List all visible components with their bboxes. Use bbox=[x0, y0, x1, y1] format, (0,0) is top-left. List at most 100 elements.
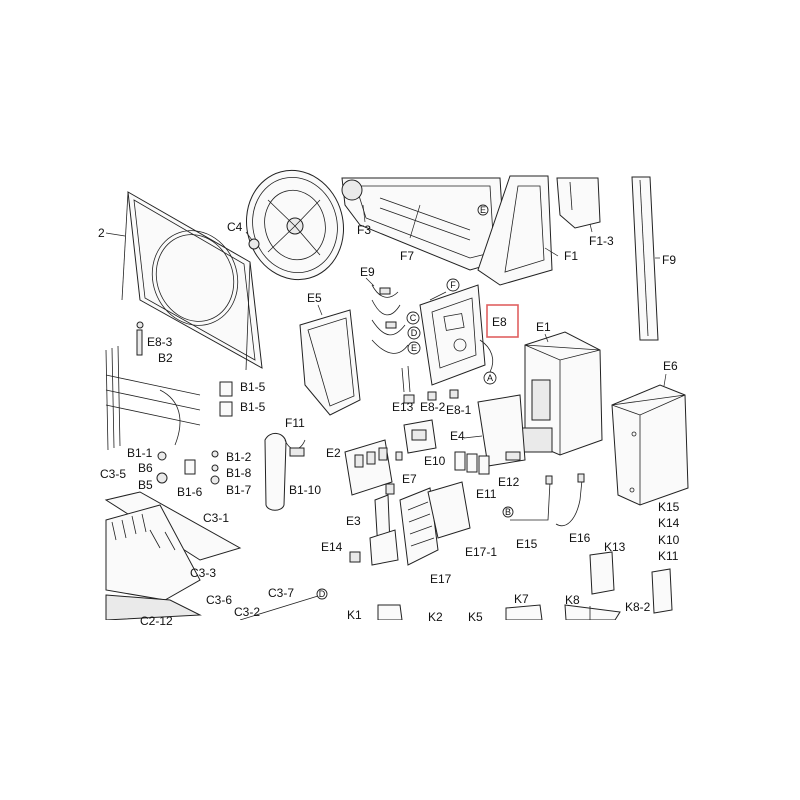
panel-k13 bbox=[589, 551, 615, 595]
filter-b1-10 bbox=[264, 433, 287, 511]
label-c3-1: C3-1 bbox=[203, 511, 229, 525]
label-e8-2: E8-2 bbox=[420, 400, 446, 414]
label-b6: B6 bbox=[138, 461, 153, 475]
cover-e6 bbox=[611, 373, 689, 506]
label-e14: E14 bbox=[321, 540, 343, 554]
label-e15: E15 bbox=[516, 537, 538, 551]
side-frame-f1 bbox=[477, 175, 559, 286]
heatsink-e17 bbox=[399, 487, 439, 566]
fan-shroud-panel bbox=[105, 191, 263, 371]
label-f9: F9 bbox=[662, 253, 676, 267]
label-b1-1: B1-1 bbox=[127, 446, 153, 460]
label-b1-5b: B1-5 bbox=[240, 400, 266, 414]
label-b1-5a: B1-5 bbox=[240, 380, 266, 394]
label-c3-2: C3-2 bbox=[234, 605, 260, 619]
label-f3: F3 bbox=[357, 223, 371, 237]
label-b1-2: B1-2 bbox=[226, 450, 252, 464]
label-k10: K10 bbox=[658, 533, 680, 547]
pipe-c3-7 bbox=[239, 595, 319, 621]
label-k15: K15 bbox=[658, 500, 680, 514]
base-pan-c3 bbox=[104, 491, 242, 621]
label-e11: E11 bbox=[476, 487, 497, 501]
label-f1-3: F1-3 bbox=[589, 234, 614, 248]
callout-b-label: B bbox=[505, 507, 511, 517]
label-k7: K7 bbox=[514, 592, 529, 606]
label-k8-2: K8-2 bbox=[625, 600, 651, 614]
label-e1: E1 bbox=[536, 320, 551, 334]
label-e13: E13 bbox=[392, 400, 414, 414]
label-b1-7: B1-7 bbox=[226, 483, 252, 497]
sensor-e15 bbox=[510, 475, 553, 521]
part-e7 bbox=[395, 451, 403, 461]
part-e12 bbox=[505, 451, 521, 461]
label-k13: K13 bbox=[604, 540, 626, 554]
motor-and-bracket bbox=[341, 177, 506, 271]
pcb-e8 bbox=[401, 284, 494, 393]
callout-d-label: D bbox=[411, 328, 418, 338]
label-k5: K5 bbox=[468, 610, 483, 624]
clamp-f11 bbox=[284, 439, 306, 457]
cover-e17-1 bbox=[427, 481, 471, 539]
label-e17-1: E17-1 bbox=[465, 545, 497, 559]
terminal-block-e2 bbox=[344, 439, 395, 496]
label-e8: E8 bbox=[492, 315, 507, 329]
label-f7: F7 bbox=[400, 249, 414, 263]
label-c4: C4 bbox=[227, 220, 243, 234]
label-k8: K8 bbox=[565, 593, 580, 607]
label-e6: E6 bbox=[663, 359, 678, 373]
callout-c-label: C bbox=[410, 313, 417, 323]
callout-f-label: F bbox=[450, 280, 456, 290]
electrical-box-e1 bbox=[521, 331, 603, 456]
bracket-f1-3 bbox=[556, 177, 601, 233]
part-k1 bbox=[377, 604, 403, 621]
heat-exchanger-coil bbox=[105, 321, 201, 451]
rail-f9 bbox=[631, 176, 660, 341]
callout-d2-label: D bbox=[319, 589, 326, 599]
label-e7: E7 bbox=[402, 472, 417, 486]
part-k7 bbox=[505, 604, 543, 621]
label-c3-6: C3-6 bbox=[206, 593, 232, 607]
callout-e2-label: E bbox=[480, 205, 486, 215]
label-e3: E3 bbox=[346, 514, 361, 528]
label-b2: B2 bbox=[158, 351, 173, 365]
label-b5: B5 bbox=[138, 478, 153, 492]
label-f11: F11 bbox=[285, 416, 305, 430]
valves-b1 bbox=[156, 381, 233, 485]
reactor-e3 bbox=[369, 494, 399, 566]
sensor-e16 bbox=[555, 473, 585, 526]
label-c3-3: C3-3 bbox=[190, 566, 216, 580]
callout-e-label: E bbox=[411, 343, 417, 353]
label-e16: E16 bbox=[569, 531, 591, 545]
label-f1: F1 bbox=[564, 249, 578, 263]
connector-callouts: F C D E A B D E bbox=[316, 205, 514, 600]
label-e10: E10 bbox=[424, 454, 446, 468]
label-b1-6: B1-6 bbox=[177, 485, 203, 499]
nut-c4 bbox=[245, 231, 260, 250]
fan-propeller bbox=[245, 169, 345, 281]
label-k2: K2 bbox=[428, 610, 443, 624]
label-c3-5: C3-5 bbox=[100, 467, 126, 481]
part-e14 bbox=[349, 551, 361, 563]
plate-e5 bbox=[299, 304, 361, 416]
label-e8-1: E8-1 bbox=[446, 403, 472, 417]
panel-k11 bbox=[651, 568, 673, 614]
label-2: 2 bbox=[98, 226, 105, 240]
label-e17: E17 bbox=[430, 572, 452, 586]
label-c2-12: C2-12 bbox=[140, 614, 173, 628]
label-e5: E5 bbox=[307, 291, 322, 305]
label-k11: K11 bbox=[658, 549, 679, 563]
part-labels: C4 F3 F7 F1 F1-3 F9 2 E8-3 B2 B1-5 B1-5 … bbox=[98, 220, 680, 628]
label-k1: K1 bbox=[347, 608, 362, 622]
part-k8 bbox=[564, 604, 621, 621]
label-b1-8: B1-8 bbox=[226, 466, 252, 480]
parts-e13-e8 bbox=[403, 389, 459, 404]
label-e2: E2 bbox=[326, 446, 341, 460]
label-b1-10: B1-10 bbox=[289, 483, 321, 497]
highlight-box-e8 bbox=[486, 304, 519, 338]
label-e4: E4 bbox=[450, 429, 465, 443]
label-e12: E12 bbox=[498, 475, 520, 489]
label-k14: K14 bbox=[658, 516, 680, 530]
callout-a-label: A bbox=[487, 373, 493, 383]
wire-harness-e9 bbox=[365, 277, 409, 354]
label-e9: E9 bbox=[360, 265, 375, 279]
